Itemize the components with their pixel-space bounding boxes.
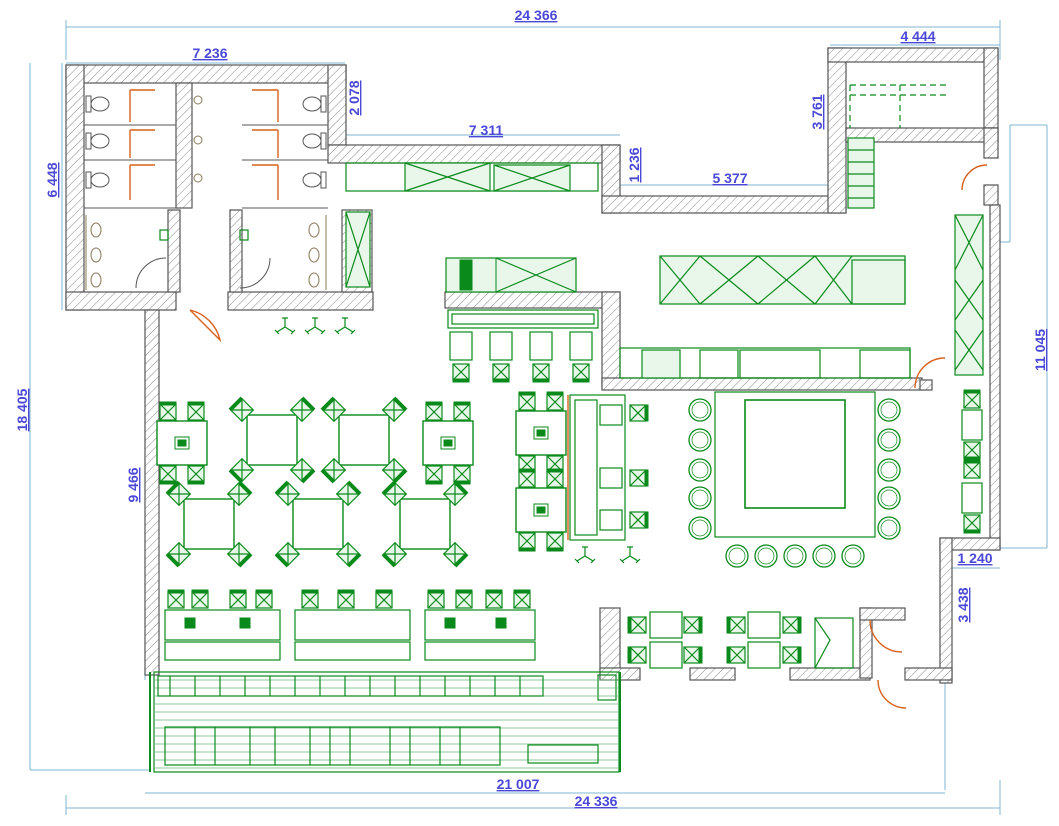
dim-step-1240: 1 240: [957, 550, 992, 566]
dim-step-3438: 3 438: [955, 587, 971, 622]
dim-kitchen-back: 5 377: [712, 170, 747, 186]
dim-total-height: 18 405: [14, 388, 30, 431]
dimension-lines: [29, 20, 1048, 815]
restrooms: [84, 89, 328, 343]
dim-kitchen-wall: 7 311: [469, 122, 503, 138]
dim-restroom-width: 7 236: [192, 45, 227, 61]
island-bar: [688, 391, 901, 568]
booth-island: [567, 394, 649, 564]
dim-step-1236: 1 236: [626, 147, 642, 182]
dim-step-2078: 2 078: [346, 80, 362, 115]
dim-total-width-top: 24 366: [515, 7, 558, 23]
terrace: [149, 671, 621, 773]
bar-counter: [447, 309, 599, 383]
kitchen-equipment: [274, 84, 988, 389]
dim-step-3761: 3 761: [809, 94, 825, 129]
bottom-right-tables: [597, 611, 907, 709]
dim-total-width-bottom: 24 336: [575, 793, 618, 809]
dim-hall-height: 9 466: [125, 467, 141, 502]
wall-tables-right: [961, 389, 983, 534]
dining-tables: [157, 392, 566, 567]
dim-storage-width: 4 444: [900, 28, 935, 44]
dim-restroom-height: 6 448: [44, 162, 60, 197]
bottom-booths: [164, 589, 536, 661]
dimension-labels: 24 366 7 236 7 311 4 444 5 377 21 007 24…: [14, 7, 1048, 809]
dim-right-height: 11 045: [1032, 329, 1048, 371]
dim-terrace-width: 21 007: [497, 776, 540, 792]
